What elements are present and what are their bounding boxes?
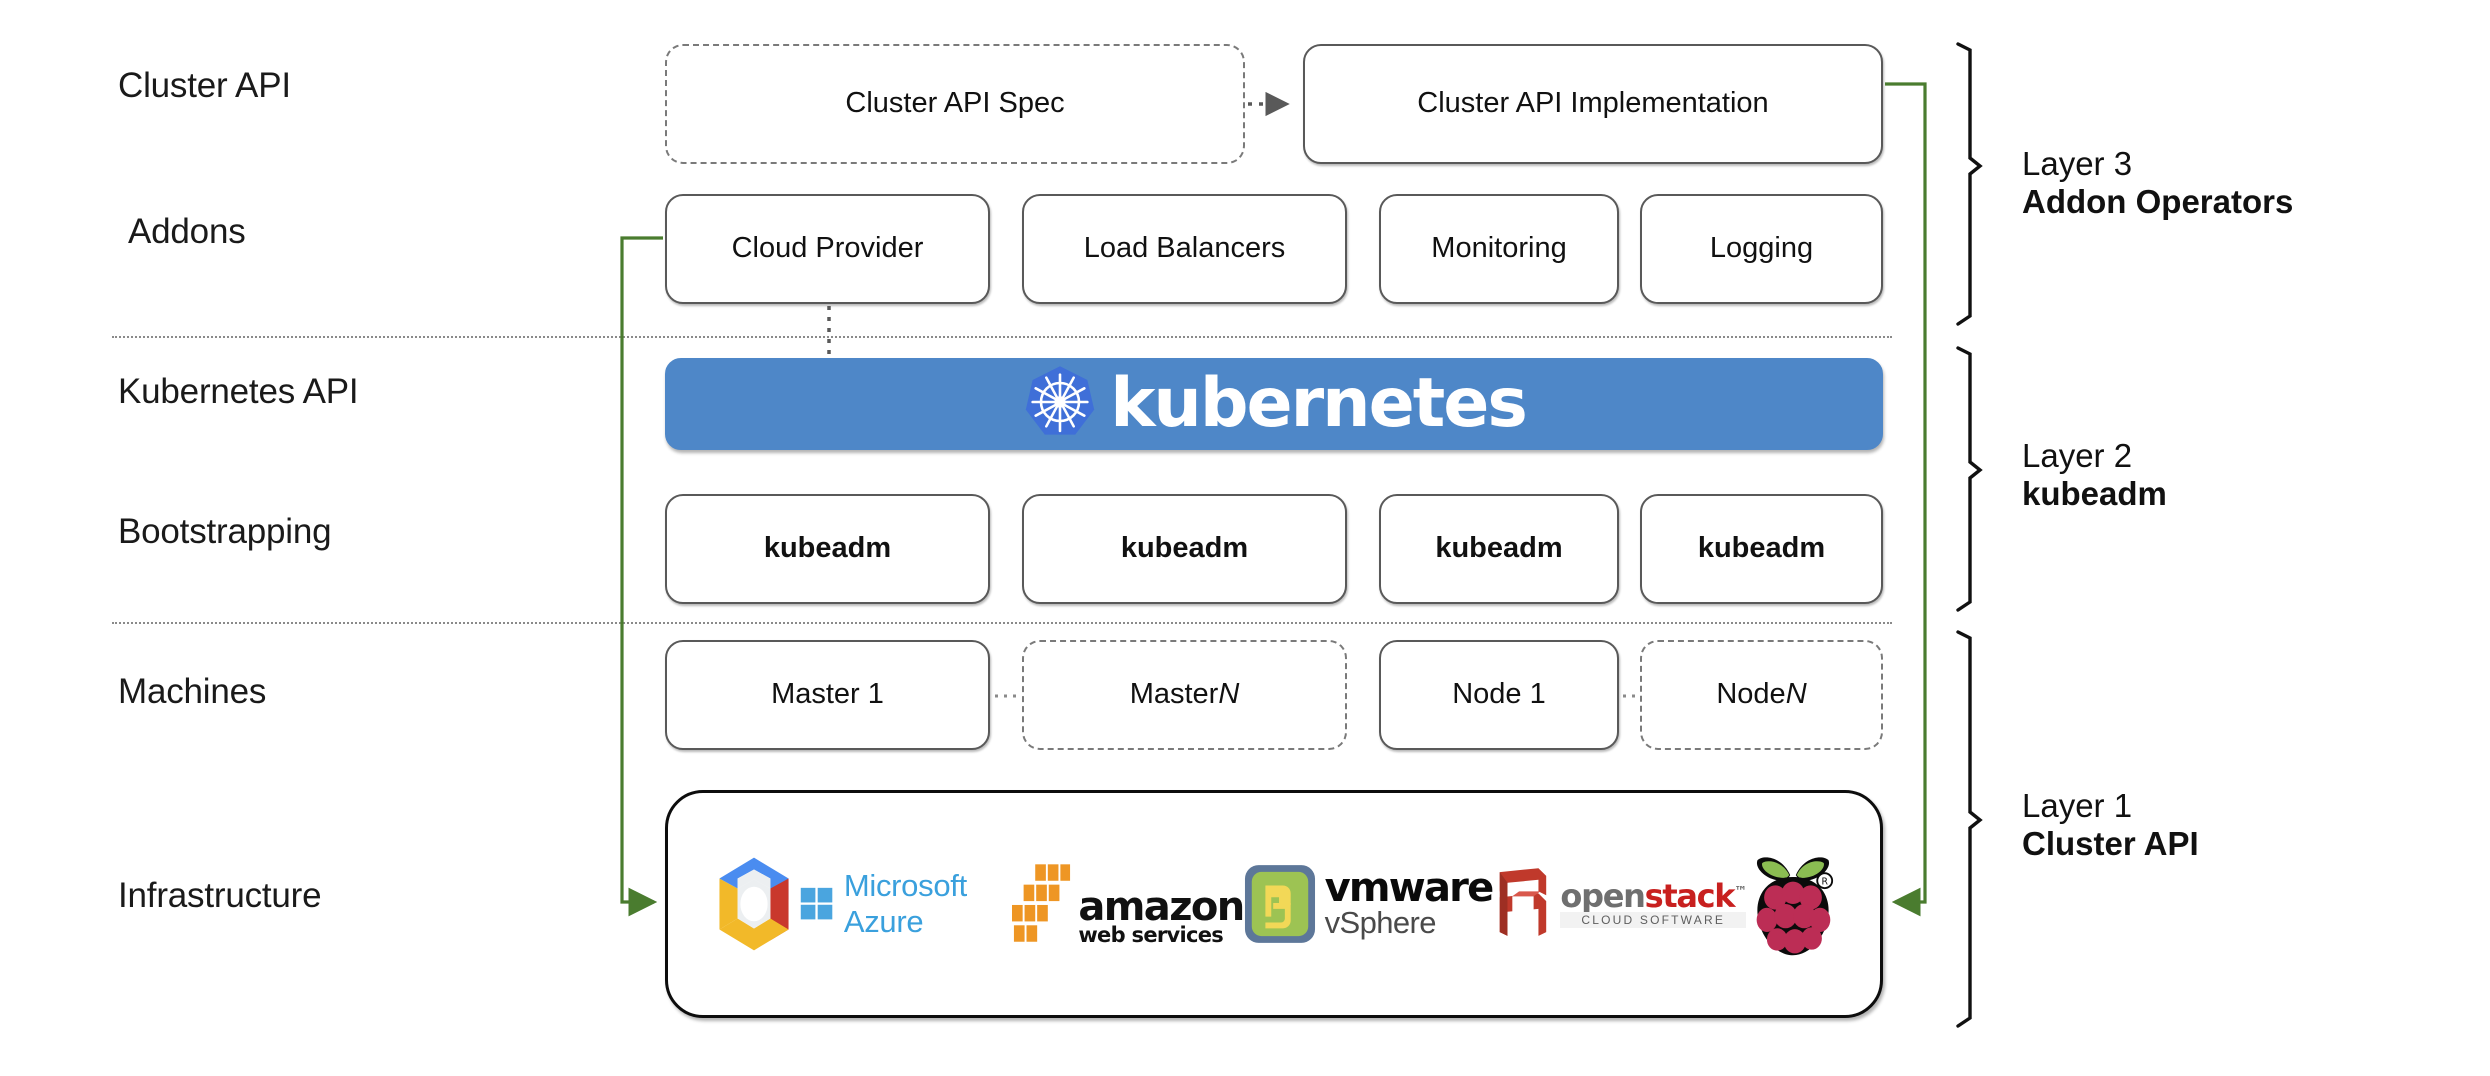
node-master-1-label: Master 1 — [771, 678, 884, 711]
kubernetes-wordmark: kubernetes — [1110, 364, 1528, 443]
node-master-n-label: Master — [1129, 678, 1219, 711]
trademark-icon: ™ — [1734, 884, 1747, 900]
logo-vmware-vsphere: vmware vSphere — [1244, 864, 1495, 944]
brace-layer-3 — [1956, 42, 1983, 326]
node-load-balancers[interactable]: Load Balancers — [1022, 194, 1347, 304]
logo-google-cloud-platform — [708, 854, 800, 954]
aws-services-label: web services — [1078, 923, 1224, 948]
layer-1-line2: Cluster API — [2022, 825, 2199, 862]
node-kubeadm-3[interactable]: kubeadm — [1379, 494, 1619, 604]
connector-implementation-to-infrastructure — [1885, 82, 1927, 917]
node-master-n[interactable]: Master N — [1022, 640, 1347, 750]
kubernetes-banner: kubernetes — [665, 358, 1883, 450]
node-node-n[interactable]: Node N — [1640, 640, 1883, 750]
openstack-stack-label: stack — [1644, 877, 1736, 915]
layer-caption-2: Layer 2 kubeadm — [2022, 437, 2167, 513]
node-cluster-api-spec[interactable]: Cluster API Spec — [665, 44, 1245, 164]
layer-1-line1: Layer 1 — [2022, 787, 2133, 824]
node-master-1[interactable]: Master 1 — [665, 640, 990, 750]
logo-raspberry-pi: R — [1746, 849, 1840, 959]
layer-2-line2: kubeadm — [2022, 475, 2167, 512]
layer-3-line2: Addon Operators — [2022, 183, 2294, 220]
brace-layer-1 — [1956, 630, 1983, 1028]
node-node-1[interactable]: Node 1 — [1379, 640, 1619, 750]
node-kubeadm-1[interactable]: kubeadm — [665, 494, 990, 604]
brace-layer-2 — [1956, 346, 1983, 612]
node-node-n-label: Node — [1716, 678, 1786, 711]
node-cloud-provider[interactable]: Cloud Provider — [665, 194, 990, 304]
vmware-label: vmware — [1324, 865, 1495, 912]
logo-openstack: openstack™ CLOUD SOFTWARE — [1492, 866, 1747, 942]
node-node-n-index: N — [1785, 678, 1807, 711]
svg-text:R: R — [1821, 876, 1828, 887]
openstack-tagline: CLOUD SOFTWARE — [1560, 912, 1746, 928]
openstack-open-label: open — [1560, 877, 1645, 915]
node-kubeadm-4[interactable]: kubeadm — [1640, 494, 1883, 604]
row-label-machines: Machines — [118, 672, 267, 711]
separator-layer2-layer1 — [112, 622, 1892, 624]
logo-microsoft-azure: Microsoft Azure — [800, 868, 1012, 940]
layer-caption-1: Layer 1 Cluster API — [2022, 787, 2199, 863]
row-label-infrastructure: Infrastructure — [118, 876, 322, 915]
row-label-cluster-api: Cluster API — [118, 66, 291, 105]
node-logging[interactable]: Logging — [1640, 194, 1883, 304]
kubernetes-helm-icon — [1022, 364, 1098, 445]
node-node-1-label: Node 1 — [1452, 678, 1546, 711]
layer-2-line1: Layer 2 — [2022, 437, 2133, 474]
node-kubeadm-2[interactable]: kubeadm — [1022, 494, 1347, 604]
row-label-kubernetes-api: Kubernetes API — [118, 372, 359, 411]
vsphere-label: vSphere — [1324, 905, 1437, 941]
aws-amazon-label: amazon — [1078, 884, 1245, 931]
separator-layer3-layer2 — [112, 336, 1892, 338]
node-monitoring[interactable]: Monitoring — [1379, 194, 1619, 304]
row-label-bootstrapping: Bootstrapping — [118, 512, 332, 551]
layer-3-line1: Layer 3 — [2022, 145, 2133, 182]
node-cluster-api-implementation[interactable]: Cluster API Implementation — [1303, 44, 1883, 164]
logo-amazon-web-services: amazon web services — [1012, 862, 1245, 948]
layer-caption-3: Layer 3 Addon Operators — [2022, 145, 2293, 221]
node-master-n-index: N — [1218, 678, 1240, 711]
azure-label: Microsoft Azure — [843, 868, 967, 939]
row-label-addons: Addons — [128, 212, 246, 251]
infrastructure-box: Microsoft Azure — [665, 790, 1883, 1018]
